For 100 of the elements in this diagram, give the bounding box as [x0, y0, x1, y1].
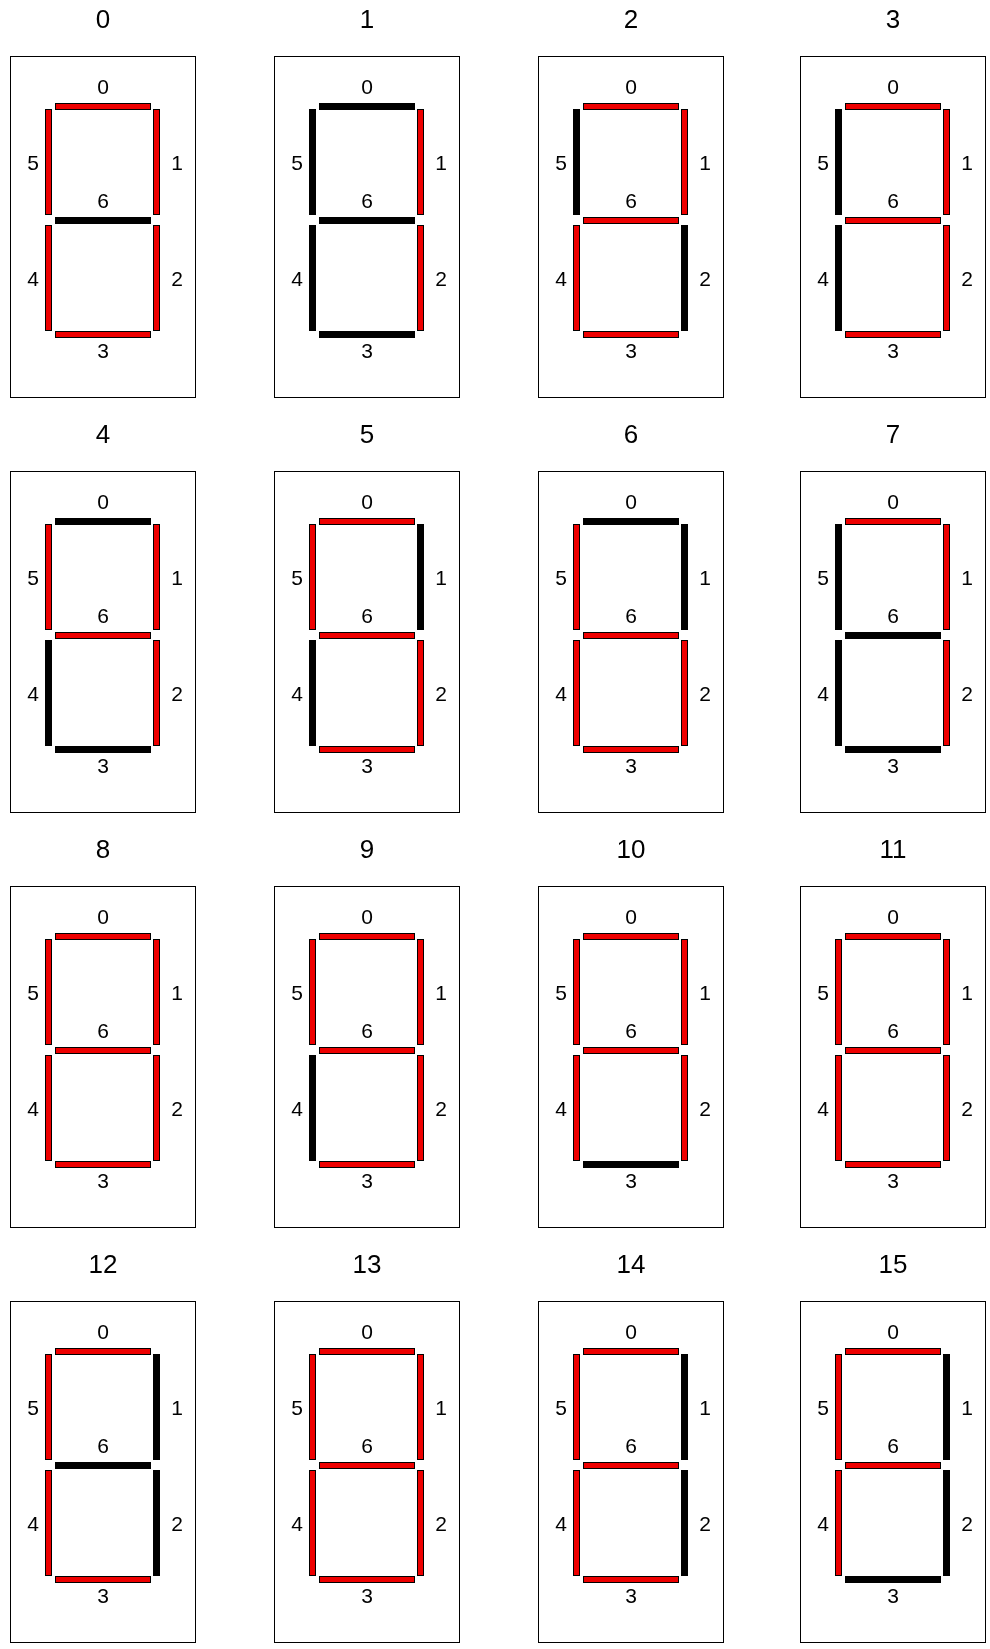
- segment-bar: [55, 1576, 151, 1583]
- segment-number: 0: [360, 75, 374, 99]
- segment-number: 4: [26, 1097, 40, 1121]
- segment-bar: [45, 640, 52, 746]
- segment-number: 1: [170, 1396, 184, 1420]
- digit-title: 2: [622, 4, 640, 34]
- segment-number: 4: [554, 1512, 568, 1536]
- segment-bar: [583, 746, 679, 753]
- digit-title: 9: [358, 834, 376, 864]
- segment-bar: [55, 1462, 151, 1469]
- segment-number: 5: [816, 981, 830, 1005]
- segment-number: 6: [360, 1434, 374, 1458]
- segment-bar: [319, 632, 415, 639]
- segment-bar: [309, 109, 316, 215]
- segment-number: 3: [624, 339, 638, 363]
- segment-bar: [943, 109, 950, 215]
- segment-number: 0: [624, 905, 638, 929]
- segment-number: 2: [698, 267, 712, 291]
- segment-bar: [681, 939, 688, 1045]
- segment-bar: [417, 524, 424, 630]
- segment-bar: [153, 109, 160, 215]
- segment-number: 2: [170, 1512, 184, 1536]
- segment-bar: [55, 1047, 151, 1054]
- digit-title: 6: [622, 419, 640, 449]
- segment-number: 0: [886, 1320, 900, 1344]
- segment-bar: [417, 939, 424, 1045]
- digit-title: 0: [94, 4, 112, 34]
- segment-bar: [573, 939, 580, 1045]
- segment-bar: [55, 103, 151, 110]
- segment-bar: [845, 331, 941, 338]
- segment-bar: [845, 1348, 941, 1355]
- segment-bar: [845, 1161, 941, 1168]
- segment-bar: [681, 1470, 688, 1576]
- segment-bar: [573, 1470, 580, 1576]
- segment-bar: [583, 1576, 679, 1583]
- segment-number: 1: [170, 981, 184, 1005]
- segment-number: 6: [96, 189, 110, 213]
- segment-number: 3: [360, 339, 374, 363]
- segment-number: 6: [360, 1019, 374, 1043]
- digit-title: 14: [615, 1249, 647, 1279]
- segment-bar: [835, 939, 842, 1045]
- segment-bar: [845, 1576, 941, 1583]
- segment-number: 4: [26, 682, 40, 706]
- segment-bar: [845, 518, 941, 525]
- segment-bar: [835, 640, 842, 746]
- segment-number: 3: [886, 1584, 900, 1608]
- segment-bar: [943, 1354, 950, 1460]
- segment-number: 5: [290, 151, 304, 175]
- segment-bar: [835, 109, 842, 215]
- segment-bar: [417, 1354, 424, 1460]
- segment-number: 3: [96, 754, 110, 778]
- digit-title: 10: [615, 834, 647, 864]
- segment-bar: [681, 1055, 688, 1161]
- segment-number: 3: [624, 754, 638, 778]
- segment-number: 3: [96, 1169, 110, 1193]
- segment-number: 1: [698, 151, 712, 175]
- segment-number: 2: [434, 267, 448, 291]
- segment-bar: [45, 1354, 52, 1460]
- segment-number: 2: [698, 1512, 712, 1536]
- segment-bar: [417, 225, 424, 331]
- segment-number: 6: [360, 189, 374, 213]
- segment-bar: [319, 1047, 415, 1054]
- segment-number: 6: [360, 604, 374, 628]
- segment-number: 3: [624, 1169, 638, 1193]
- segment-number: 1: [434, 566, 448, 590]
- segment-number: 6: [886, 1019, 900, 1043]
- segment-number: 1: [434, 1396, 448, 1420]
- segment-number: 5: [816, 151, 830, 175]
- segment-bar: [45, 939, 52, 1045]
- segment-number: 5: [554, 1396, 568, 1420]
- segment-bar: [583, 1462, 679, 1469]
- segment-bar: [573, 1055, 580, 1161]
- segment-bar: [845, 217, 941, 224]
- segment-bar: [45, 225, 52, 331]
- segment-bar: [583, 1047, 679, 1054]
- segment-number: 4: [290, 1097, 304, 1121]
- segment-number: 0: [96, 75, 110, 99]
- segment-number: 3: [886, 1169, 900, 1193]
- segment-number: 5: [554, 151, 568, 175]
- segment-bar: [153, 225, 160, 331]
- segment-bar: [943, 524, 950, 630]
- segment-bar: [153, 1055, 160, 1161]
- segment-number: 6: [624, 189, 638, 213]
- segment-number: 3: [360, 1169, 374, 1193]
- segment-bar: [45, 1470, 52, 1576]
- segment-number: 6: [624, 1434, 638, 1458]
- segment-number: 1: [960, 981, 974, 1005]
- segment-bar: [55, 331, 151, 338]
- segment-bar: [319, 746, 415, 753]
- segment-bar: [943, 640, 950, 746]
- segment-number: 2: [698, 1097, 712, 1121]
- segment-bar: [835, 225, 842, 331]
- digit-title: 5: [358, 419, 376, 449]
- segment-number: 2: [434, 1512, 448, 1536]
- segment-number: 1: [170, 566, 184, 590]
- segment-number: 2: [960, 682, 974, 706]
- segment-bar: [55, 217, 151, 224]
- segment-bar: [943, 1470, 950, 1576]
- segment-bar: [583, 518, 679, 525]
- segment-bar: [153, 1354, 160, 1460]
